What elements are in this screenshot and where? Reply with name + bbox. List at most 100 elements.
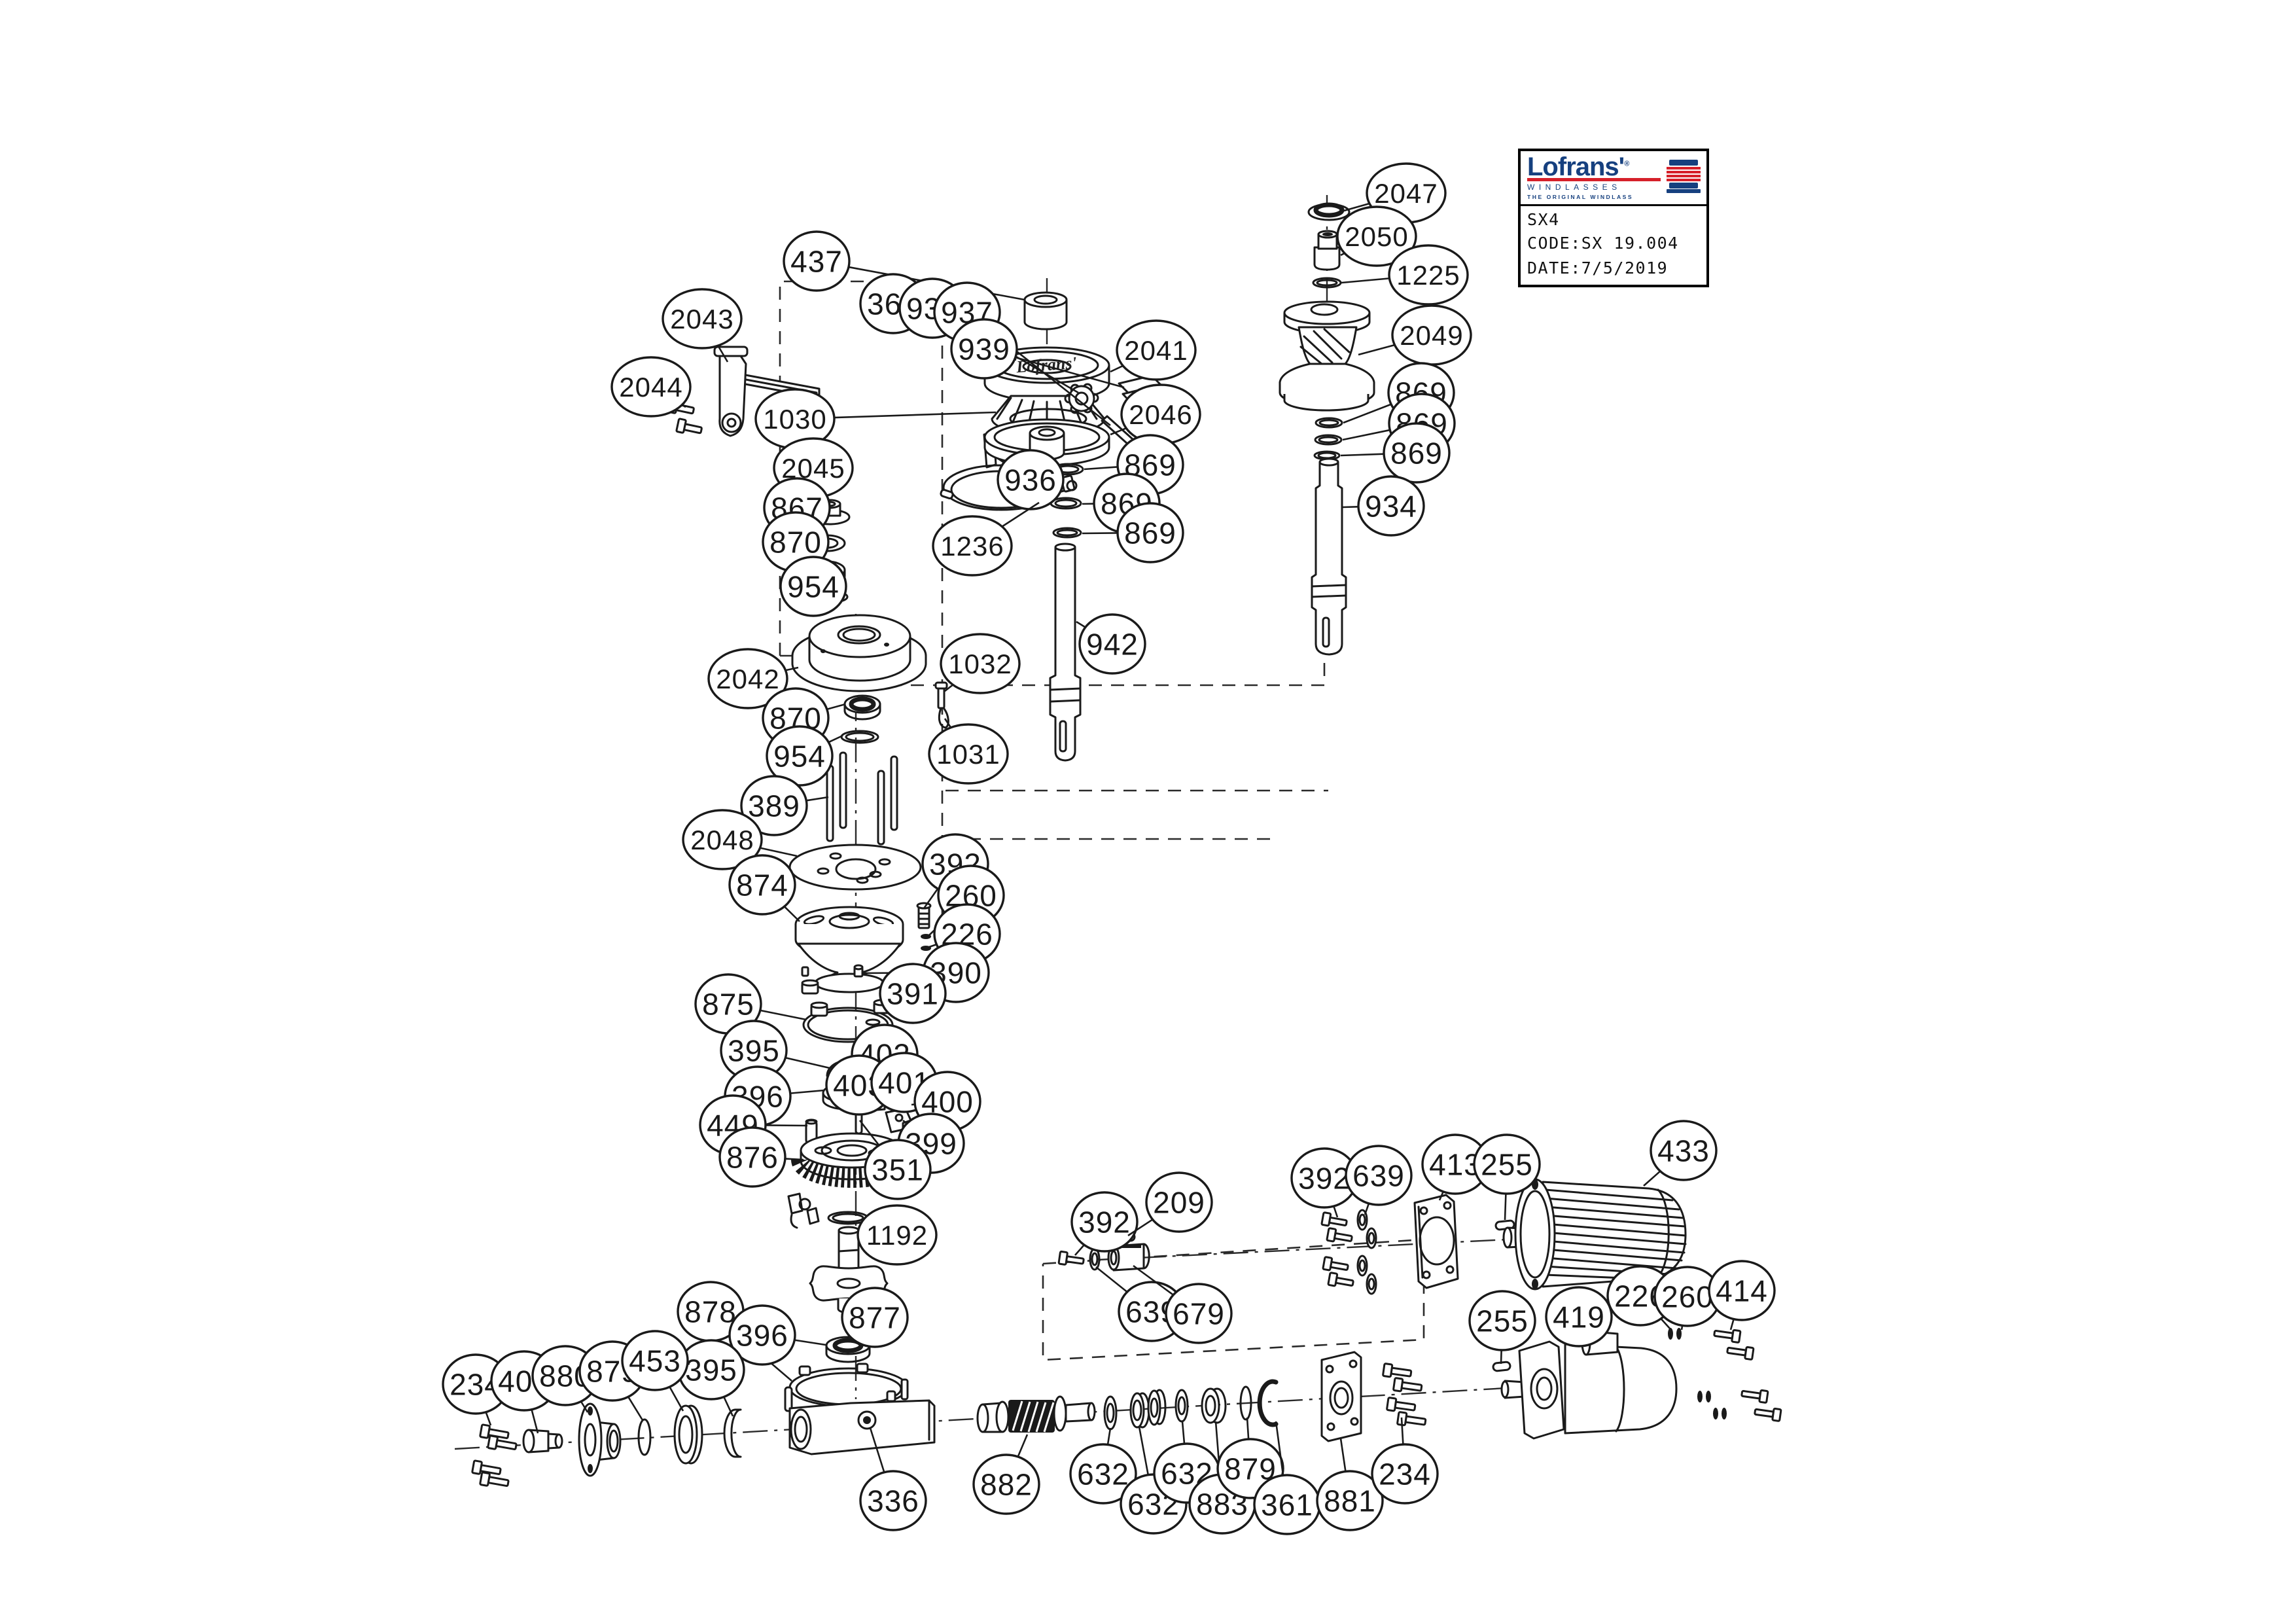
callout-number: 2042 — [716, 664, 779, 694]
callout-circle — [841, 1287, 909, 1348]
bearing-plate-881 — [1320, 1351, 1362, 1442]
leader-line — [1076, 620, 1086, 628]
leader-line — [944, 718, 952, 728]
leader-line — [928, 943, 937, 948]
callout-circle — [682, 809, 763, 870]
callout-877: 877 — [841, 1287, 909, 1348]
callout-number: 936 — [1004, 463, 1057, 497]
leader-line — [790, 1089, 825, 1094]
callout-circle — [1069, 1443, 1137, 1505]
leader-line — [485, 1412, 492, 1426]
leader-line — [858, 1120, 880, 1146]
callout-881: 881 — [1316, 1438, 1384, 1531]
callout-389: 389 — [740, 775, 829, 836]
callout-2046: 2046 — [1110, 383, 1201, 445]
group-dashed-line — [1042, 1238, 1425, 1361]
callout-number: 419 — [1553, 1300, 1605, 1334]
leader-line — [531, 1409, 539, 1434]
callout-361: 361 — [1253, 1421, 1321, 1535]
leader-line — [785, 1158, 804, 1161]
callout-number: 1192 — [866, 1220, 928, 1251]
plug-407 — [522, 1429, 563, 1454]
leader-line — [760, 1009, 807, 1021]
capstan-shaft-934 — [1311, 457, 1347, 656]
seal-954-mid — [840, 730, 879, 744]
callout-395: 395 — [720, 1020, 830, 1081]
callout-number: 877 — [849, 1301, 901, 1335]
date-line: DATE:7/5/2019 — [1527, 259, 1669, 277]
lofrans-logo: Lofrans'® WINDLASSES THE ORIGINAL WINDLA… — [1521, 151, 1706, 206]
callout-circle — [610, 356, 692, 418]
cap-seal-2047 — [1307, 202, 1351, 221]
oring-879-left — [637, 1418, 652, 1456]
leader-line — [1643, 1170, 1661, 1186]
callout-circle — [728, 1304, 796, 1366]
callout-circle — [718, 1126, 786, 1188]
flanged-bushing-880 — [578, 1402, 622, 1477]
callout-number: 639 — [1352, 1159, 1405, 1193]
callout-circle — [1388, 244, 1469, 306]
callout-255: 255 — [1468, 1290, 1536, 1364]
leader-line — [580, 1400, 589, 1413]
bolts-234-left — [471, 1423, 518, 1487]
callout-2049: 2049 — [1358, 304, 1472, 366]
callout-number: 396 — [736, 1319, 788, 1353]
callout-392: 392 — [1290, 1147, 1358, 1218]
callout-869: 869 — [1082, 502, 1184, 563]
leader-line — [1106, 1427, 1112, 1445]
callout-number: 2046 — [1129, 399, 1192, 430]
callout-876: 876 — [718, 1126, 804, 1188]
motor-adapter-plate-413 — [1413, 1194, 1459, 1289]
callout-circle — [1650, 1120, 1718, 1181]
callout-circle — [728, 854, 796, 916]
leader-line — [1358, 344, 1395, 356]
callout-number: 453 — [629, 1344, 681, 1378]
leader-line — [1138, 1426, 1150, 1475]
callout-260: 260 — [1653, 1266, 1722, 1330]
group-dashed-line — [889, 662, 1326, 687]
callout-number: 2047 — [1374, 178, 1438, 209]
callout-number: 392 — [1078, 1205, 1131, 1240]
callout-679: 679 — [1133, 1264, 1233, 1344]
callout-number: 413 — [1429, 1148, 1481, 1182]
callout-874: 874 — [728, 854, 800, 922]
callout-351: 351 — [858, 1120, 932, 1200]
callout-2048: 2048 — [682, 809, 798, 870]
motor-433 — [1502, 1178, 1687, 1291]
bolts-414 — [1713, 1329, 1782, 1422]
callout-433: 433 — [1643, 1120, 1718, 1186]
callout-number: 939 — [958, 332, 1010, 366]
callout-circle — [1473, 1133, 1541, 1195]
callout-number: 2048 — [690, 825, 754, 855]
capstan-drum-2049 — [1279, 300, 1375, 412]
leader-line — [1015, 356, 1125, 389]
svg-text:Lofrans': Lofrans' — [1015, 353, 1077, 376]
callout-number: 632 — [1077, 1457, 1129, 1491]
leader-line — [1110, 427, 1127, 436]
callout-number: 437 — [790, 245, 843, 279]
callout-number: 433 — [1657, 1134, 1710, 1168]
leader-line — [1017, 1434, 1029, 1457]
leader-line — [1339, 1438, 1347, 1472]
callout-circle — [740, 775, 808, 836]
callout-639: 639 — [1345, 1145, 1413, 1215]
callout-413: 413 — [1421, 1133, 1489, 1201]
leader-line — [765, 1124, 808, 1127]
leader-line — [869, 1427, 885, 1473]
model-name: SX4 — [1527, 210, 1560, 229]
washer-train — [1103, 1379, 1279, 1431]
bolt-392-washers — [916, 902, 932, 951]
callout-circle — [1116, 319, 1197, 381]
leader-line — [1343, 202, 1370, 212]
top-bushing — [1023, 291, 1068, 330]
oring-1225 — [1312, 277, 1342, 289]
callout-453: 453 — [621, 1330, 689, 1412]
callout-circle — [859, 1470, 927, 1531]
callout-number: 870 — [769, 526, 822, 560]
callout-number: 389 — [748, 789, 800, 823]
leader-line — [1127, 1219, 1154, 1237]
callout-1031: 1031 — [928, 718, 1009, 785]
callout-number: 874 — [736, 868, 788, 902]
brand-name: Lofrans'® — [1527, 152, 1629, 181]
